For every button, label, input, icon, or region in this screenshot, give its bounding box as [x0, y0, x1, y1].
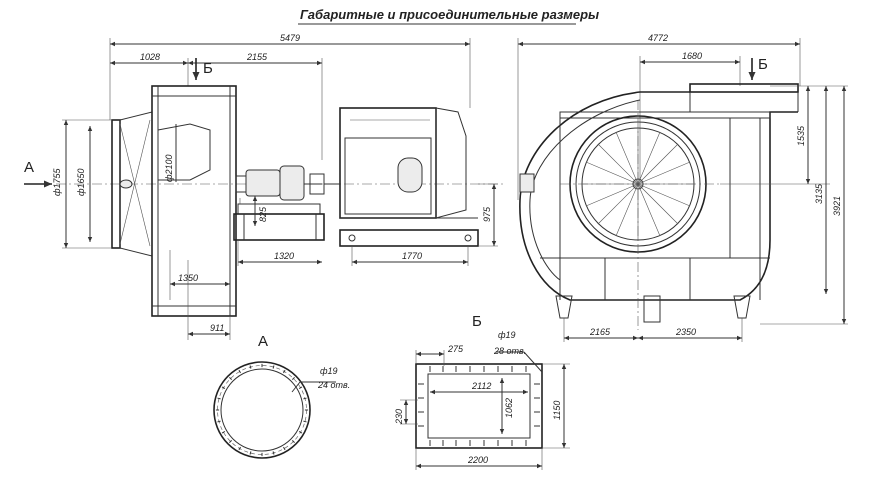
bolt-hole — [283, 446, 286, 451]
view-b-arrow-left: Б — [203, 60, 213, 77]
bolt-hole — [221, 431, 226, 434]
dim-825: 825 — [258, 206, 268, 222]
view-b-bolt-holes — [418, 366, 540, 446]
dim-3135: 3135 — [814, 183, 824, 204]
bolt-hole — [298, 386, 303, 389]
bolt-hole — [298, 431, 303, 434]
bolt-hole — [303, 397, 307, 400]
dim-overall-width: 4772 — [648, 33, 668, 43]
dim-dia-2100: ф2100 — [164, 154, 174, 182]
dim-1680: 1680 — [682, 51, 702, 61]
bolt-hole — [229, 377, 233, 381]
bolt-hole — [283, 369, 286, 374]
bolt-hole — [217, 420, 221, 423]
view-a-bolt-holes — [215, 363, 309, 457]
dim-axis-to-motor: 2155 — [246, 52, 268, 62]
drawing-title: Габаритные и присоединительные размеры — [300, 7, 599, 22]
view-b-dim-275: 275 — [447, 344, 464, 354]
bolt-hole — [303, 420, 307, 423]
view-b-hole-dia: ф19 — [498, 330, 516, 340]
dim-1770: 1770 — [402, 251, 422, 261]
view-b-label: Б — [472, 313, 482, 330]
view-a-arrow: А — [24, 159, 34, 176]
dim-dia-1755: ф1755 — [52, 167, 62, 196]
bolt-hole — [291, 439, 295, 443]
view-b-dim-1150: 1150 — [552, 401, 562, 420]
view-b-dim-230: 230 — [394, 409, 404, 425]
dim-2350: 2350 — [675, 327, 696, 337]
bolt-hole — [272, 365, 275, 369]
dim-overall-length: 5479 — [280, 33, 300, 43]
view-a-hole-count: 24 отв. — [317, 380, 350, 390]
dim-1320: 1320 — [274, 251, 294, 261]
bolt-hole — [229, 439, 233, 443]
view-b-hole-count: 28 отв. — [493, 346, 526, 356]
bolt-hole — [249, 365, 252, 369]
dim-975: 975 — [482, 206, 492, 222]
bolt-hole — [238, 369, 241, 374]
side-view: 5479 1028 2155 Б А ф1755 ф1650 — [24, 33, 505, 340]
bolt-hole — [221, 386, 226, 389]
dim-911: 911 — [210, 323, 224, 333]
view-a-label: А — [258, 333, 268, 350]
bolt-hole — [249, 451, 252, 455]
dim-inlet-to-axis: 1028 — [140, 52, 160, 62]
dim-dia-1650: ф1650 — [76, 168, 86, 196]
view-b-dim-2200: 2200 — [467, 455, 488, 465]
dim-1535: 1535 — [796, 125, 806, 146]
bolt-hole — [272, 451, 275, 455]
view-b-arrow-right: Б — [758, 56, 768, 73]
view-a: А ф19 24 отв. — [213, 333, 350, 459]
view-b-dim-1062: 1062 — [504, 398, 514, 418]
bolt-hole — [217, 397, 221, 400]
front-view: 4772 1680 Б — [517, 33, 848, 342]
view-a-hole-dia: ф19 — [320, 366, 338, 376]
view-b: Б 275 ф19 28 отв. 2112 1062 230 1150 220… — [394, 313, 570, 470]
view-b-dim-2112: 2112 — [471, 381, 491, 391]
dim-3921: 3921 — [832, 196, 842, 216]
bolt-hole — [291, 377, 295, 381]
bolt-hole — [238, 446, 241, 451]
dim-2165: 2165 — [589, 327, 611, 337]
dim-1350: 1350 — [178, 273, 198, 283]
